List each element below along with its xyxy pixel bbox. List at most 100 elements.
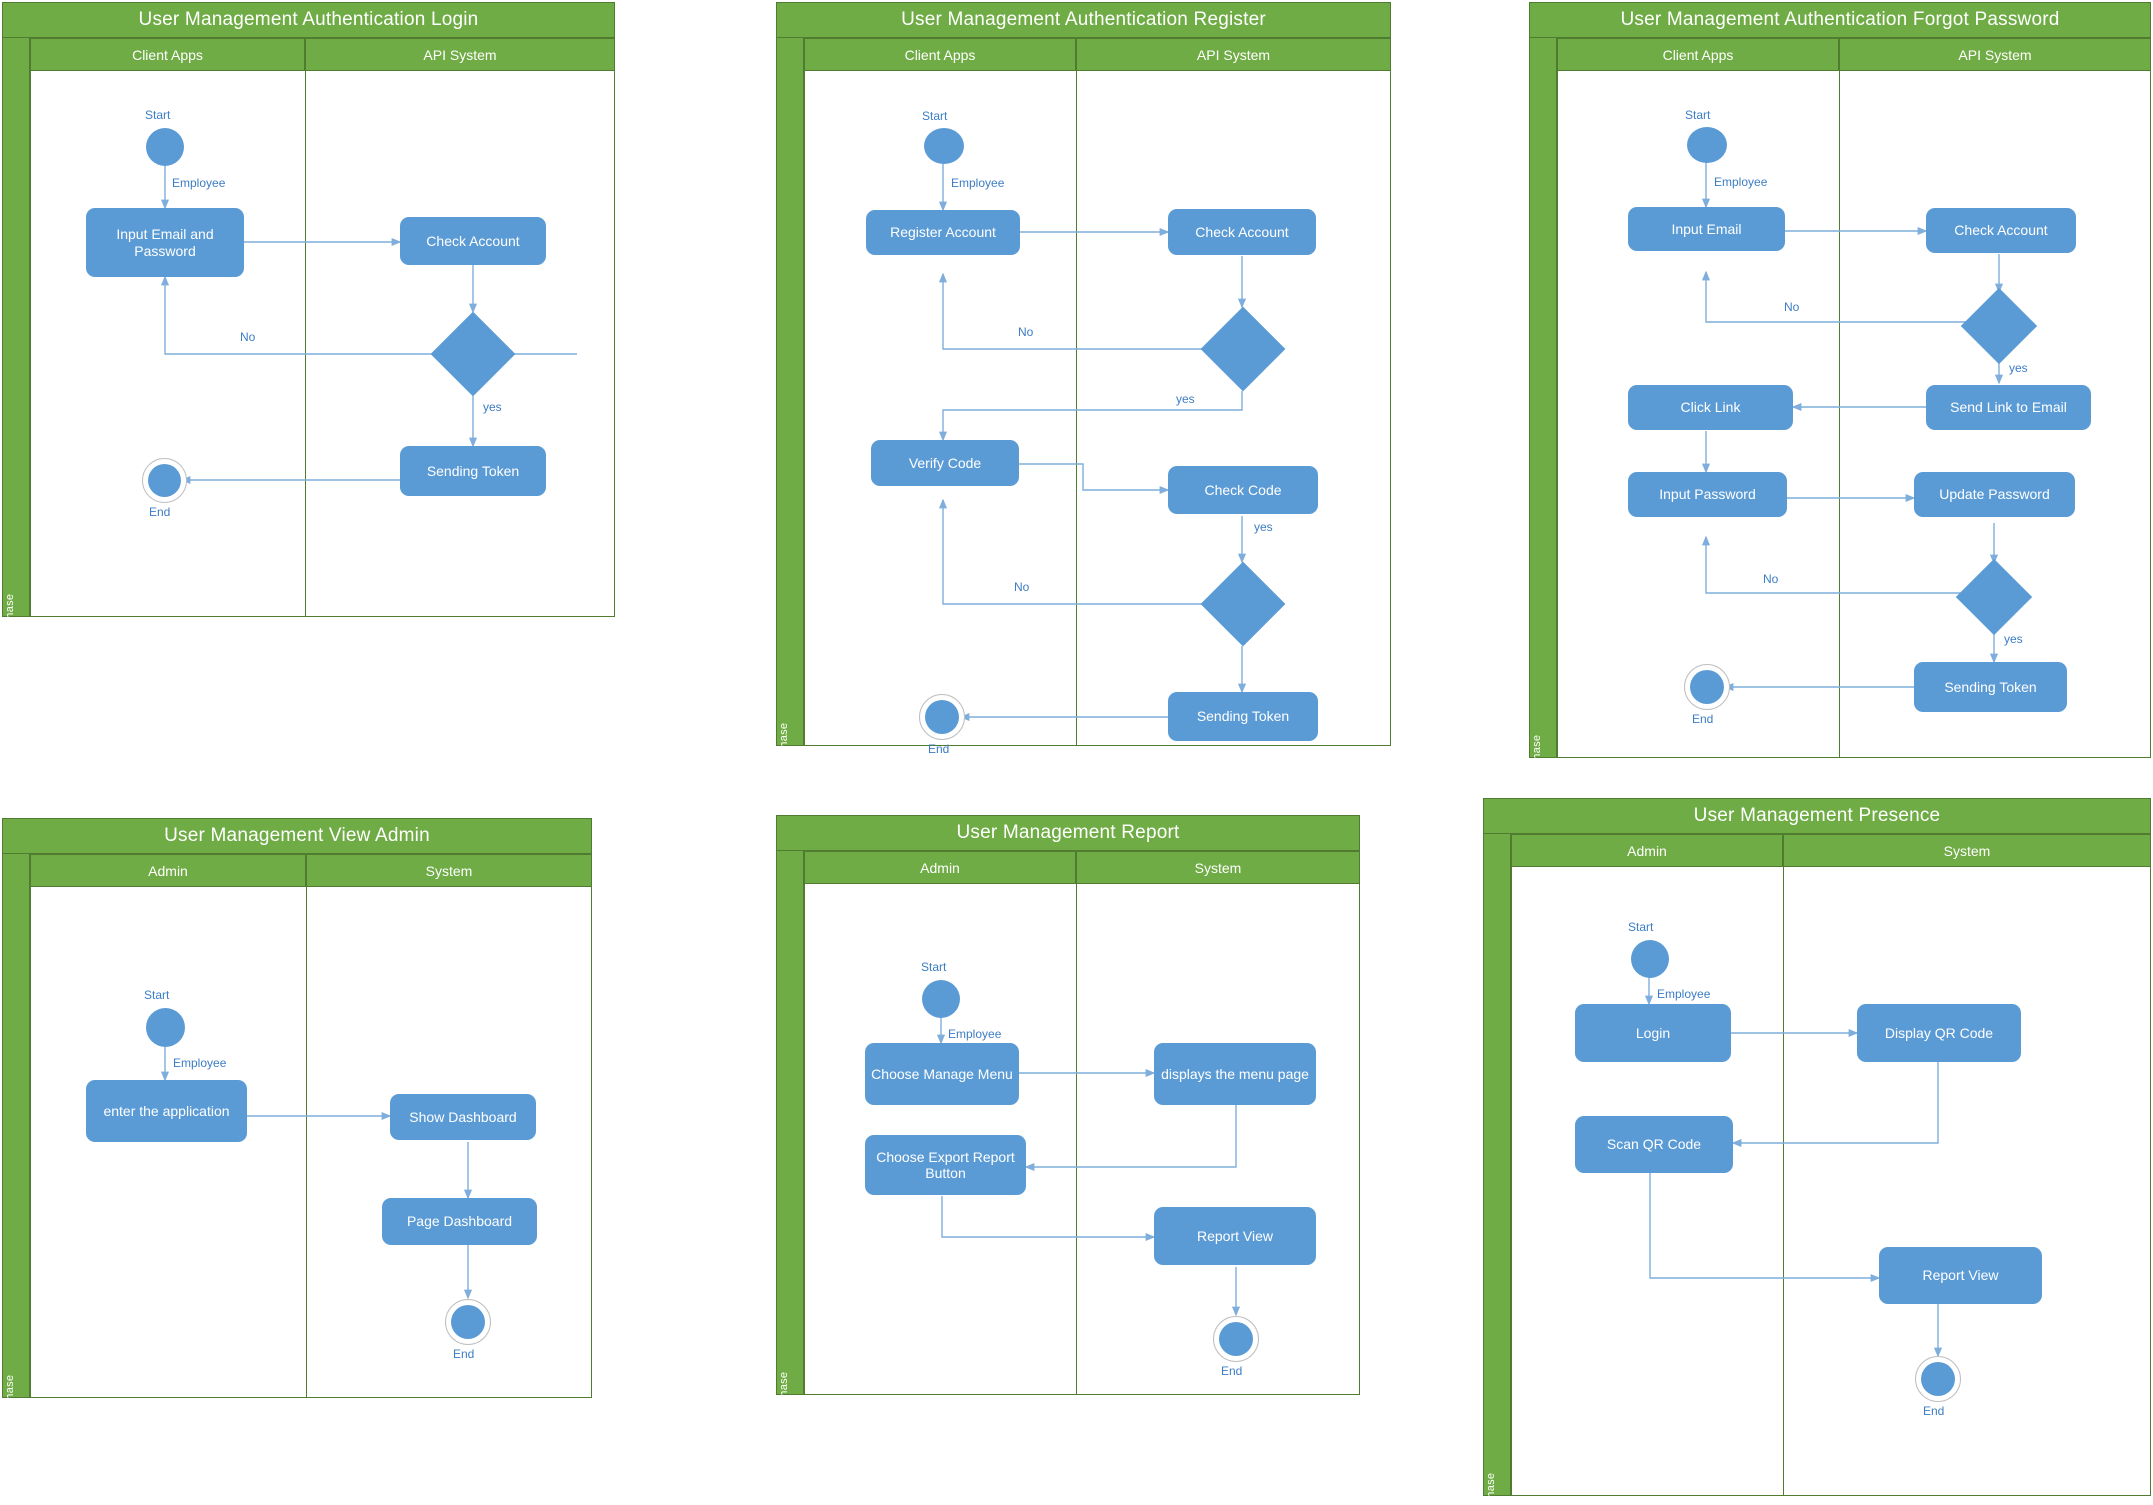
start-label: Start — [922, 109, 948, 123]
node-input-email-password[interactable]: Input Email and Password — [86, 208, 244, 277]
lane-divider — [1076, 71, 1077, 746]
lane-divider — [305, 71, 306, 617]
end-label: End — [149, 505, 171, 519]
node-enter-the-application[interactable]: enter the application — [86, 1080, 247, 1142]
node-update-password[interactable]: Update Password — [1914, 472, 2075, 517]
node-displays-the-menu-page[interactable]: displays the menu page — [1154, 1043, 1316, 1105]
phase-label: Phase — [778, 722, 790, 756]
lane-body — [1511, 867, 2151, 1496]
node-sending-token[interactable]: Sending Token — [1914, 662, 2067, 712]
node-click-link[interactable]: Click Link — [1628, 385, 1793, 430]
lane-header-system: System — [1076, 851, 1360, 884]
edge-label-no-password: No — [1763, 572, 1779, 586]
start-label: Start — [921, 960, 947, 974]
node-login[interactable]: Login — [1575, 1004, 1731, 1062]
phase-label: Phase — [4, 1374, 16, 1408]
node-check-code[interactable]: Check Code — [1168, 466, 1318, 514]
edge-label-yes: yes — [483, 400, 502, 414]
edge-label-no-code: No — [1014, 580, 1030, 594]
node-input-password[interactable]: Input Password — [1628, 472, 1787, 517]
end-label: End — [1221, 1364, 1243, 1378]
edge-label-employee: Employee — [1657, 987, 1711, 1001]
end-label: End — [453, 1347, 475, 1361]
node-sending-token[interactable]: Sending Token — [400, 446, 546, 496]
lane-header-admin: Admin — [804, 851, 1076, 884]
end-node — [142, 458, 187, 503]
node-report-view[interactable]: Report View — [1154, 1207, 1316, 1265]
lane-body — [30, 887, 592, 1398]
node-display-qr-code[interactable]: Display QR Code — [1857, 1004, 2021, 1062]
end-node — [919, 694, 965, 740]
edge-label-yes-account: yes — [2009, 361, 2028, 375]
node-check-account[interactable]: Check Account — [1926, 208, 2076, 253]
diagram-presence: User Management Presence Phase Admin Sys… — [1483, 798, 2151, 1505]
edge-label-employee: Employee — [951, 176, 1005, 190]
node-report-view[interactable]: Report View — [1879, 1247, 2042, 1304]
node-sending-token[interactable]: Sending Token — [1168, 692, 1318, 741]
start-label: Start — [1628, 920, 1654, 934]
lane-header-client-apps: Client Apps — [804, 38, 1076, 71]
pool-title: User Management Authentication Register — [776, 2, 1391, 38]
pool-title: User Management Presence — [1483, 798, 2151, 834]
edge-label-employee: Employee — [172, 176, 226, 190]
end-node — [1213, 1316, 1259, 1362]
lane-divider — [306, 887, 307, 1398]
node-check-account[interactable]: Check Account — [400, 217, 546, 265]
lane-header-admin: Admin — [1511, 834, 1783, 867]
node-show-dashboard[interactable]: Show Dashboard — [390, 1094, 536, 1140]
lane-divider — [1076, 884, 1077, 1395]
end-node — [1684, 664, 1730, 710]
diagram-forgot-password: User Management Authentication Forgot Pa… — [1529, 2, 2151, 767]
start-label: Start — [145, 108, 171, 122]
edge-label-yes-code: yes — [1254, 520, 1273, 534]
lane-header-api-system: API System — [1839, 38, 2151, 71]
edge-label-yes-password: yes — [2004, 632, 2023, 646]
lane-header-admin: Admin — [30, 854, 306, 887]
phase-label: Phase — [4, 593, 16, 627]
node-choose-manage-menu[interactable]: Choose Manage Menu — [865, 1043, 1019, 1105]
phase-label: Phase — [1485, 1472, 1497, 1505]
node-check-account[interactable]: Check Account — [1168, 209, 1316, 255]
lane-header-client-apps: Client Apps — [1557, 38, 1839, 71]
lane-header-client-apps: Client Apps — [30, 38, 305, 71]
start-label: Start — [144, 988, 170, 1002]
pool-title: User Management Authentication Forgot Pa… — [1529, 2, 2151, 38]
lane-body — [804, 71, 1391, 746]
lane-header-system: System — [306, 854, 592, 887]
end-node — [1915, 1356, 1961, 1402]
phase-strip: Phase — [776, 38, 804, 755]
diagram-report: User Management Report Phase Admin Syste… — [776, 815, 1360, 1404]
node-send-link-to-email[interactable]: Send Link to Email — [1926, 385, 2091, 430]
phase-label: Phase — [1531, 734, 1543, 768]
edge-label-no: No — [240, 330, 256, 344]
lane-header-system: System — [1783, 834, 2151, 867]
node-register-account[interactable]: Register Account — [866, 210, 1020, 255]
phase-strip: Phase — [1483, 834, 1511, 1505]
lane-divider — [1839, 71, 1840, 758]
edge-label-employee: Employee — [173, 1056, 227, 1070]
edge-label-no-account: No — [1784, 300, 1800, 314]
node-page-dashboard[interactable]: Page Dashboard — [382, 1198, 537, 1245]
node-verify-code[interactable]: Verify Code — [871, 440, 1019, 486]
diagram-register: User Management Authentication Register … — [776, 2, 1391, 756]
phase-strip: Phase — [1529, 38, 1557, 767]
start-node — [922, 980, 960, 1018]
start-node — [146, 1008, 185, 1047]
node-choose-export-report-button[interactable]: Choose Export Report Button — [865, 1135, 1026, 1195]
node-scan-qr-code[interactable]: Scan QR Code — [1575, 1116, 1733, 1173]
start-node — [1687, 127, 1727, 163]
lane-header-api-system: API System — [305, 38, 615, 71]
pool-title: User Management View Admin — [2, 818, 592, 854]
diagram-view-admin: User Management View Admin Phase Admin S… — [2, 818, 592, 1407]
start-node — [924, 128, 964, 164]
phase-strip: Phase — [2, 854, 30, 1407]
end-label: End — [928, 742, 950, 756]
start-node — [146, 128, 184, 166]
lane-body — [30, 71, 615, 617]
start-node — [1631, 940, 1669, 978]
node-input-email[interactable]: Input Email — [1628, 207, 1785, 251]
phase-label: Phase — [778, 1371, 790, 1405]
lane-divider — [1783, 867, 1784, 1496]
edge-label-yes-account: yes — [1176, 392, 1195, 406]
edge-label-employee: Employee — [1714, 175, 1768, 189]
